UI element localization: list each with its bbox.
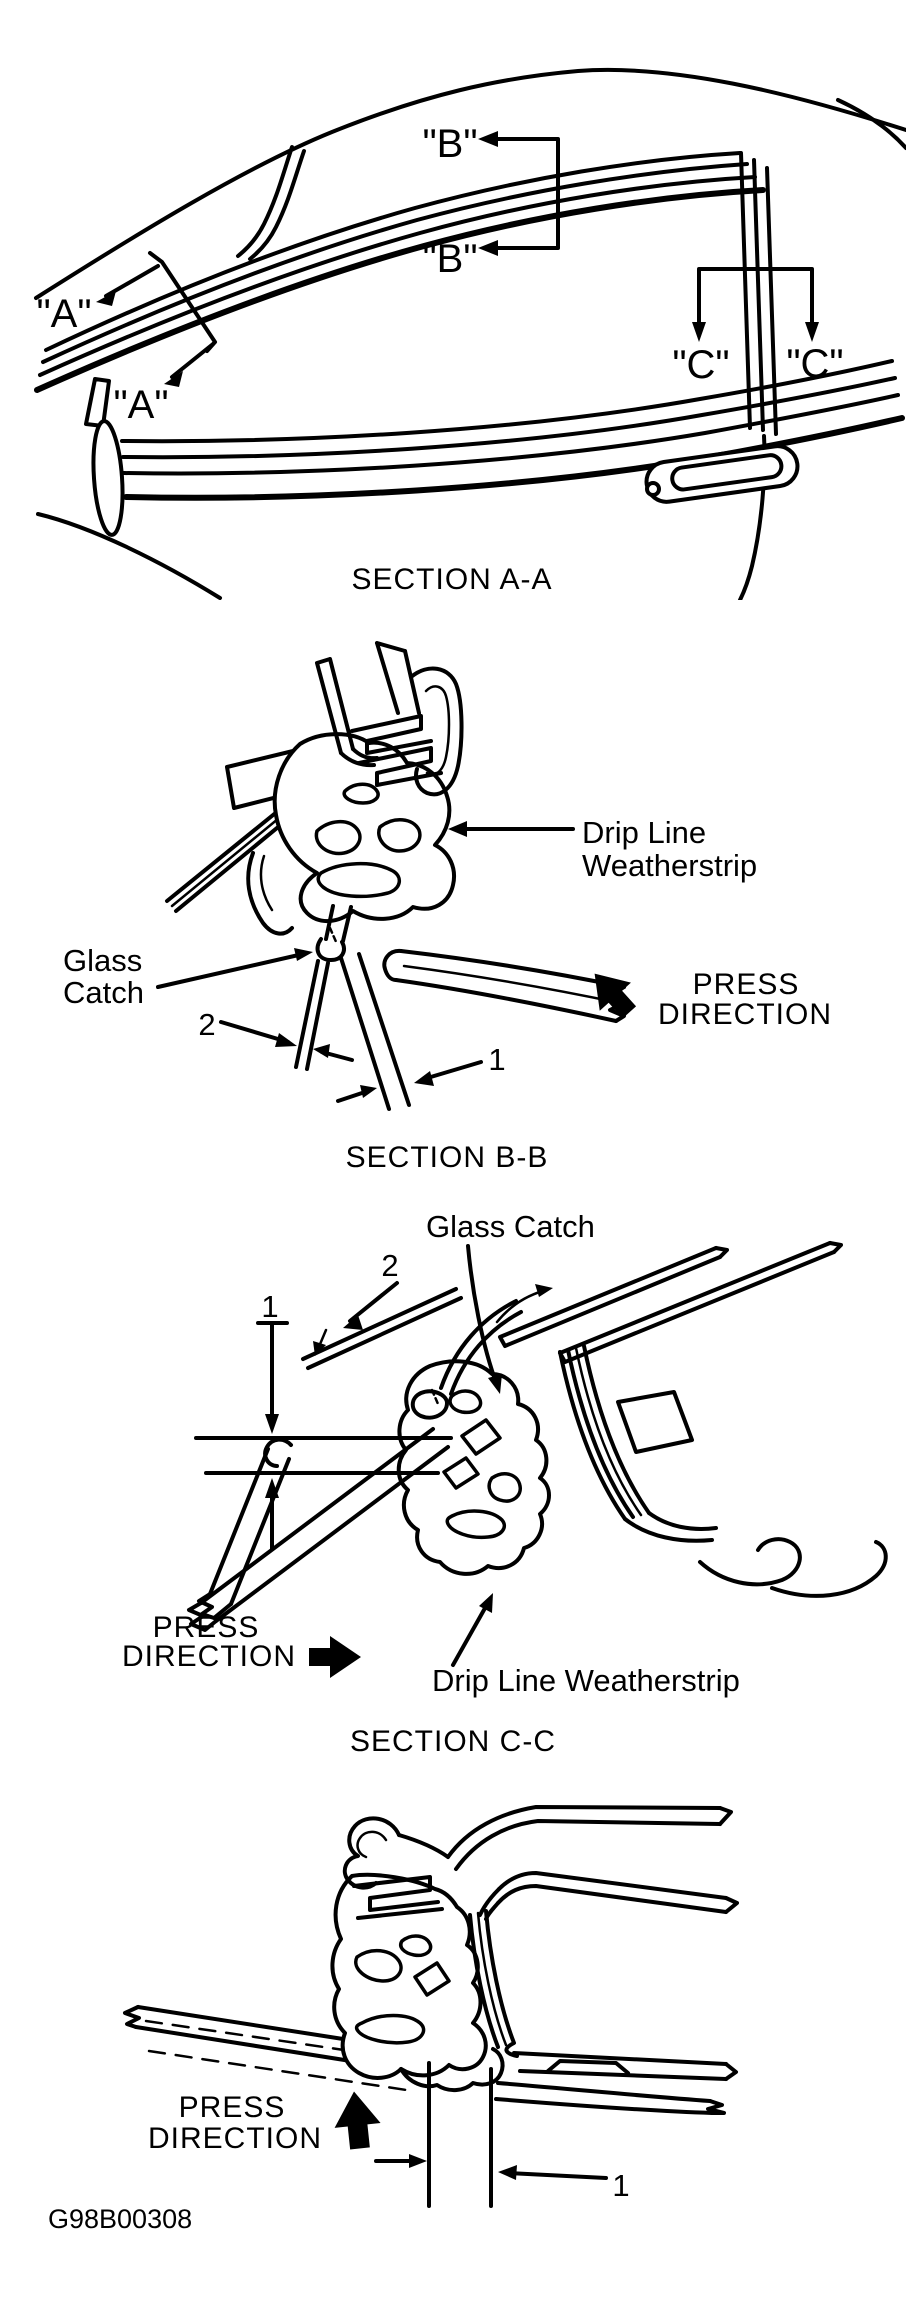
bb-label-press: PRESS [693,968,800,1001]
door-handle [644,444,800,504]
section-bb-diagram: Drip Line Weatherstrip Glass Catch 2 1 P… [63,641,832,1174]
bb-label-2: 2 [198,1007,215,1042]
bb-label-drip-line-1: Drip Line [582,815,706,850]
cc-label-press: PRESS [153,1611,260,1644]
mirror-sail [84,377,111,428]
cc-label-direction: DIRECTION [122,1640,296,1673]
cc-glass-catch-lip [410,1284,553,1420]
bb-label-direction: DIRECTION [658,998,832,1031]
bb-label-1: 1 [488,1042,505,1077]
cc-glass-panes [187,1287,463,1632]
cut-plane-a [96,251,217,387]
bb-label-drip-line-2: Weatherstrip [582,848,757,883]
cut-label-a-top: "A" [36,292,91,336]
caption-section-cc: SECTION C-C [350,1725,556,1758]
bb-frame-channel [315,641,464,797]
caption-section-bb: SECTION B-B [346,1141,549,1174]
keyhole [645,481,661,497]
cc-label-glass-catch: Glass Catch [426,1209,595,1244]
cc-label-1: 1 [261,1289,278,1324]
section-cc-diagram: Glass Catch 1 2 PRESS DIRECTION Drip Lin… [122,1209,888,1758]
bb-label-glass: Glass [63,943,142,978]
bb-glass-panes [294,948,630,1111]
cut-label-a-bottom: "A" [113,383,168,427]
cc-frame-rails [498,1241,843,1543]
cut-label-b-bottom: "B" [422,237,477,281]
cc-leaders-dimensions [256,1244,502,1678]
bb-glass-catch-lip [315,926,346,962]
f-label-direction: DIRECTION [148,2122,322,2155]
cut-label-c-left: "C" [672,343,729,387]
cut-plane-b [478,131,560,256]
f-label-1: 1 [612,2168,629,2203]
figure-code: G98B00308 [48,2204,192,2234]
cc-label-drip-line: Drip Line Weatherstrip [432,1663,740,1698]
f-frame-rails [446,1805,739,2081]
bb-label-catch: Catch [63,975,144,1010]
car-body-art [34,67,906,600]
final-section-diagram: PRESS DIRECTION 1 G98B00308 [48,1805,739,2234]
f-label-press: PRESS [179,2091,286,2124]
f-weatherstrip-profile [330,1816,488,2080]
bb-leaders-dimensions [156,821,637,1103]
bb-press-arrow-icon [594,973,637,1019]
f-press-arrow-icon [334,2091,381,2150]
cut-plane-c [692,267,819,342]
cc-press-arrow-icon [309,1636,361,1678]
cc-clip-tab [616,1390,694,1454]
cut-label-c-right: "C" [786,342,843,386]
f-glass [399,2047,726,2208]
caption-section-aa: SECTION A-A [351,563,552,596]
cc-rotate-arrow-icon [535,1284,553,1297]
cut-label-b-top: "B" [422,122,477,166]
overview-diagram: "B" "B" "A" "A" "C" "C" SECTION A-A [34,67,906,600]
pillar-end-ellipse [91,419,125,537]
cc-label-2: 2 [381,1248,398,1283]
f-leaders-dimensions [334,2091,608,2180]
